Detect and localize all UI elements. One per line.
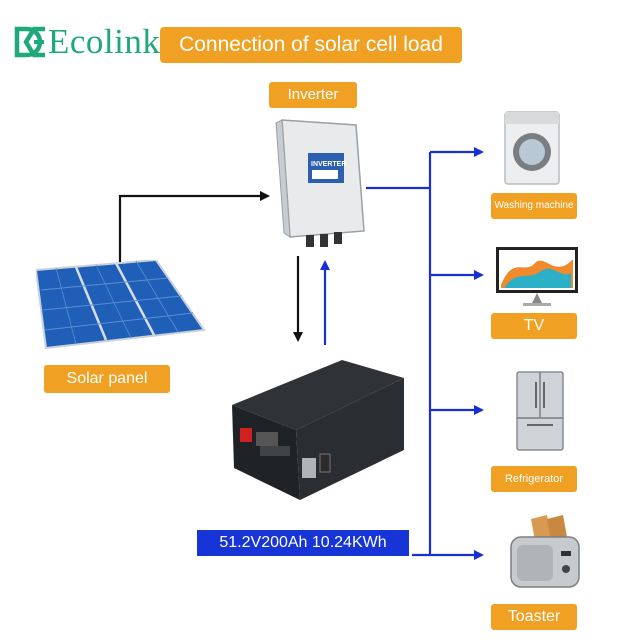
inverter-icon: INVERTER <box>275 119 365 247</box>
page-title: Connection of solar cell load <box>160 27 462 63</box>
solar-panel-icon <box>36 260 206 350</box>
load-label-tv: TV <box>491 313 577 339</box>
battery-icon <box>232 360 404 500</box>
inverter-label: Inverter <box>269 82 357 108</box>
toaster-icon <box>510 515 580 588</box>
refrigerator-icon <box>516 371 564 451</box>
solar-to-inverter-arrow <box>118 191 270 262</box>
load-label-refrigerator: Refrigerator <box>491 466 577 492</box>
load-label-washing-machine: Washing machine <box>491 193 577 219</box>
inverter-screen-text: INVERTER <box>311 161 346 168</box>
brand-name: Ecolink <box>48 22 161 61</box>
washing-machine-icon <box>504 111 560 185</box>
tv-icon <box>496 247 578 306</box>
ecolink-logo-icon <box>14 26 45 58</box>
battery-spec-label: 51.2V200Ah 10.24KWh <box>197 530 409 556</box>
load-label-toaster: Toaster <box>491 604 577 630</box>
solar-panel-label: Solar panel <box>44 365 170 393</box>
